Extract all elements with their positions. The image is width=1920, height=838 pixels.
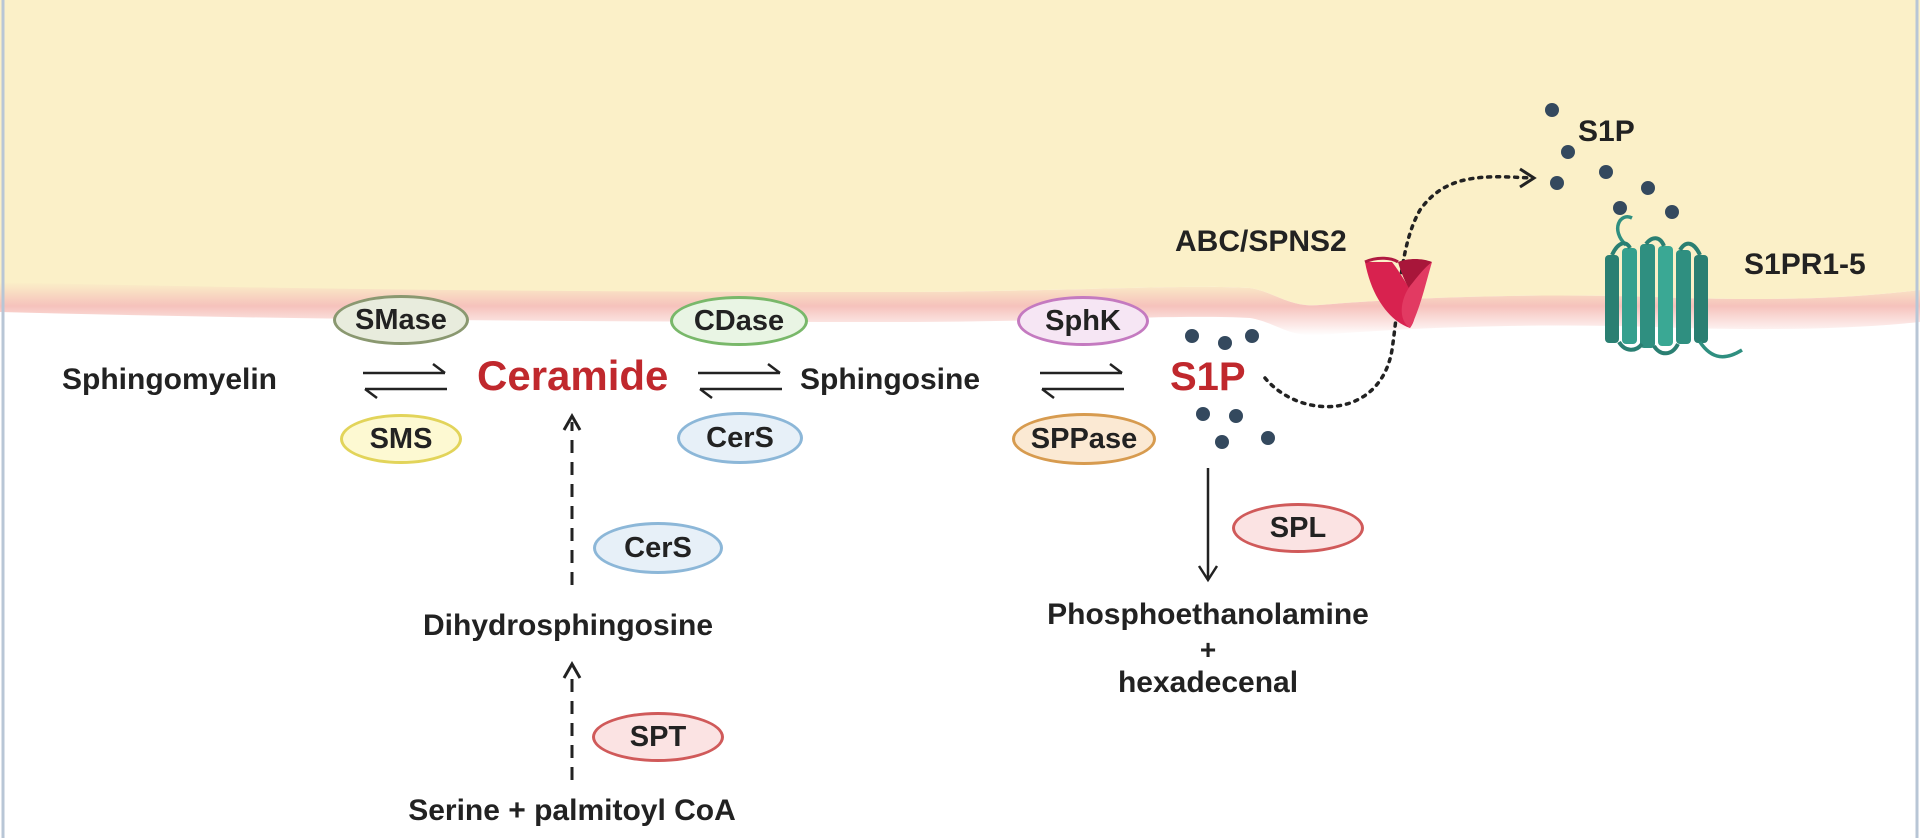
s1p-dot	[1185, 329, 1199, 343]
dashed-arrow-dihydrosphingosine-ceramide	[562, 412, 582, 585]
s1p-dot	[1550, 176, 1564, 190]
enzyme-spt: SPT	[592, 712, 724, 762]
plus-label: +	[1199, 634, 1217, 665]
s1p-dot	[1196, 407, 1210, 421]
ceramide-label: Ceramide	[477, 352, 669, 399]
receptor-icon	[1605, 215, 1743, 359]
s1p-molecules-intracellular	[1185, 329, 1275, 449]
s1p-dot	[1218, 336, 1232, 350]
s1p-dot	[1261, 431, 1275, 445]
receptor-label: S1PR1-5	[1744, 248, 1866, 281]
s1p-extracellular-label: S1P	[1578, 115, 1635, 148]
transporter-icon	[1364, 256, 1432, 328]
phosphoethanolamine-label: Phosphoethanolamine	[1047, 598, 1369, 631]
s1p-dot	[1665, 205, 1679, 219]
enzyme-cers-top: CerS	[677, 412, 803, 464]
reversible-arrow-sphingosine-s1p	[1040, 363, 1124, 399]
enzyme-cdase: CDase	[670, 296, 808, 346]
s1p-intracellular-label: S1P	[1170, 355, 1246, 399]
enzyme-cers-bottom: CerS	[593, 522, 723, 574]
s1p-molecules-extracellular	[1545, 103, 1679, 219]
extracellular-space	[0, 0, 1920, 306]
export-arrowhead	[1519, 167, 1537, 189]
sphingosine-label: Sphingosine	[800, 363, 980, 396]
serine-palmitoyl-coa-label: Serine + palmitoyl CoA	[408, 794, 736, 827]
dashed-arrow-serine-dihydrosphingosine	[562, 660, 582, 780]
reversible-arrow-sphingomyelin-ceramide	[363, 363, 447, 399]
s1p-dot	[1641, 181, 1655, 195]
s1p-dot	[1545, 103, 1559, 117]
s1p-dot	[1613, 201, 1627, 215]
enzyme-sms: SMS	[340, 414, 462, 464]
hexadecenal-label: hexadecenal	[1117, 666, 1299, 699]
transporter-label: ABC/SPNS2	[1175, 225, 1347, 258]
enzyme-sphk: SphK	[1017, 296, 1149, 346]
s1p-dot	[1229, 409, 1243, 423]
arrow-s1p-degradation	[1197, 468, 1219, 583]
enzyme-spl: SPL	[1232, 503, 1364, 553]
s1p-dot	[1245, 329, 1259, 343]
enzyme-smase: SMase	[333, 295, 469, 345]
sphingomyelin-label: Sphingomyelin	[62, 363, 278, 396]
s1p-dot	[1561, 145, 1575, 159]
s1p-dot	[1599, 165, 1613, 179]
plasma-membrane	[0, 282, 1920, 336]
reversible-arrow-ceramide-sphingosine	[698, 363, 782, 399]
enzyme-sppase: SPPase	[1012, 413, 1156, 465]
dihydrosphingosine-label: Dihydrosphingosine	[422, 609, 714, 642]
s1p-dot	[1215, 435, 1229, 449]
